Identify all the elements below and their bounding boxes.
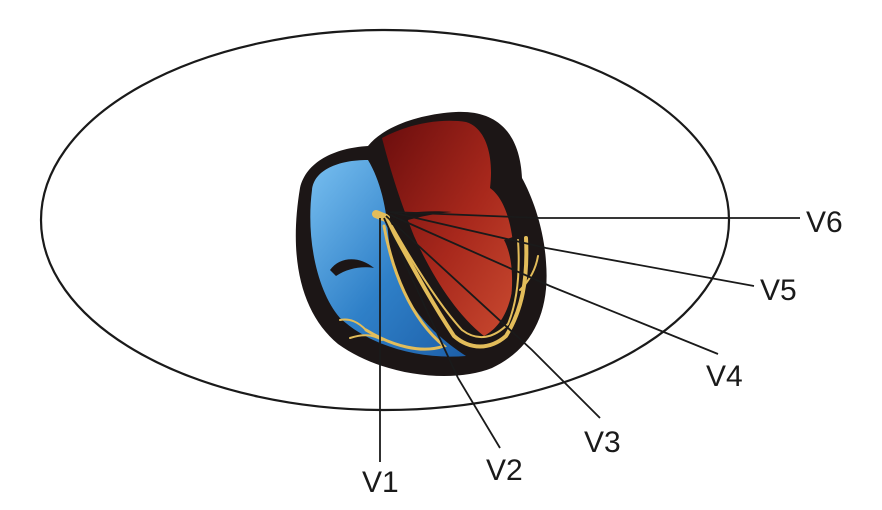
lead-label-v1: V1 <box>362 466 399 499</box>
purkinje-inner <box>391 225 520 339</box>
left-bundle-branch <box>386 220 529 349</box>
lead-line-v4 <box>387 213 719 355</box>
papillary-muscle <box>330 259 374 276</box>
right-ventricle <box>310 160 466 357</box>
lead-label-v2: V2 <box>486 454 523 487</box>
septum-band <box>392 211 452 224</box>
trabeculae <box>504 236 521 318</box>
lead-lines <box>379 211 800 462</box>
left-ventricle <box>382 120 515 336</box>
chest-outline <box>39 28 731 412</box>
lead-line-v5 <box>389 211 755 287</box>
lead-line-v2-ext <box>457 377 501 449</box>
lead-label-v4: V4 <box>706 360 743 393</box>
av-node <box>372 210 390 222</box>
lead-label-v3: V3 <box>584 426 621 459</box>
heart <box>295 111 547 376</box>
lead-line-v3 <box>385 215 601 419</box>
lead-label-v6: V6 <box>806 206 843 239</box>
lead-label-v5: V5 <box>760 274 797 307</box>
lead-line-v6 <box>391 211 800 219</box>
lead-line-v2 <box>383 217 459 379</box>
